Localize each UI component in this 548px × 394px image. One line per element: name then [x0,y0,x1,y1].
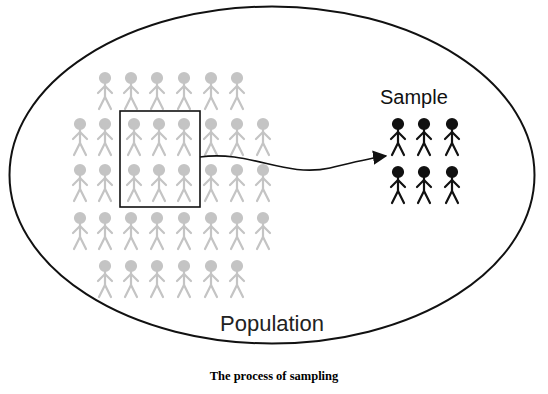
person-figure [230,213,244,249]
sample-figures [391,119,459,203]
person-figure [204,119,218,155]
population-label: Population [8,311,536,337]
person-figure [124,213,138,249]
person-figure [127,119,141,155]
person-figure [124,261,138,297]
person-figure [150,261,164,297]
person-figure [73,119,87,155]
person-figure [73,213,87,249]
person-figure [152,165,166,201]
person-figure [256,119,270,155]
sample-label: Sample [380,86,448,109]
person-figure [177,261,191,297]
person-figure [204,261,218,297]
population-ellipse: Population [8,5,536,345]
person-figure [177,73,191,109]
selection-rectangle [120,111,200,207]
population-figures [73,73,270,297]
person-figure [177,213,191,249]
person-figure [127,165,141,201]
person-figure [98,165,112,201]
person-figure [230,261,244,297]
person-figure [204,73,218,109]
sampling-arrow [200,156,386,170]
person-figure [417,167,431,203]
person-figure [230,119,244,155]
ellipse-outline [10,7,535,344]
person-figure [230,73,244,109]
person-figure [150,213,164,249]
caption-holder: The process of sampling [0,369,548,384]
person-figure [230,165,244,201]
person-figure [256,165,270,201]
person-figure [445,119,459,155]
person-figure [124,73,138,109]
person-figure [417,119,431,155]
person-figure [73,165,87,201]
ellipse-outline [8,5,536,345]
person-figure [391,119,405,155]
person-figure [152,119,166,155]
person-figure [445,167,459,203]
person-figure [177,165,191,201]
person-figure [98,213,112,249]
person-figure [98,73,112,109]
person-figure [204,213,218,249]
figure-caption: The process of sampling [0,369,548,384]
person-figure [150,73,164,109]
person-figure [256,213,270,249]
person-figure [391,167,405,203]
person-figure [98,119,112,155]
person-figure [98,261,112,297]
person-figure [177,119,191,155]
label-holder: Sample [380,86,448,109]
person-figure [204,165,218,201]
